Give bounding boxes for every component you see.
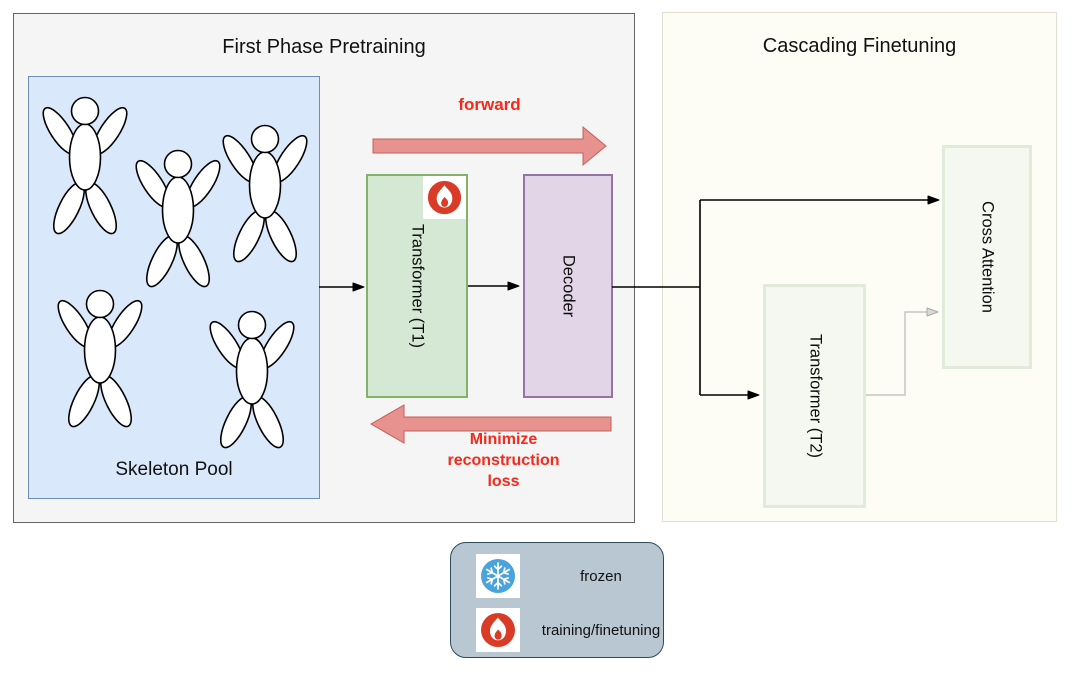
legend-box: frozen training/finetuning — [450, 542, 664, 658]
skeleton-figures — [36, 96, 314, 453]
stick-figure — [36, 96, 134, 239]
stick-figure — [51, 289, 149, 432]
legend-frozen-label: frozen — [580, 568, 622, 585]
decoder-label: Decoder — [559, 254, 578, 318]
cross-attention-box: Cross Attention — [942, 145, 1032, 369]
snowflake-icon — [476, 554, 520, 603]
fire-icon — [423, 176, 466, 219]
stick-figure — [129, 149, 227, 292]
first-phase-pretraining-panel: First Phase Pretraining — [13, 13, 635, 523]
decoder-box: Decoder — [523, 174, 613, 398]
fire-icon — [476, 608, 520, 657]
transformer-t1-box: Transformer (T1) — [366, 174, 468, 398]
transformer-t2-label: Transformer (T2) — [806, 333, 824, 459]
backward-arrow-label: Minimize reconstruction loss — [447, 431, 560, 490]
skeleton-pool-box: Skeleton Pool — [28, 76, 320, 499]
skeleton-pool-label: Skeleton Pool — [115, 459, 233, 480]
cascading-finetuning-panel: Cascading Finetuning Transformer (T2) Cr… — [662, 12, 1057, 522]
stick-figure — [203, 310, 301, 453]
forward-arrow-label: forward — [458, 95, 521, 114]
transformer-t1-label: Transformer (T1) — [408, 223, 427, 349]
cross-attention-label: Cross Attention — [978, 201, 997, 313]
transformer-t2-box: Transformer (T2) — [763, 284, 866, 508]
stick-figure — [216, 124, 314, 267]
left-panel-title: First Phase Pretraining — [222, 36, 426, 58]
right-panel-title: Cascading Finetuning — [762, 35, 957, 57]
legend-training-label: training/finetuning — [541, 622, 661, 639]
